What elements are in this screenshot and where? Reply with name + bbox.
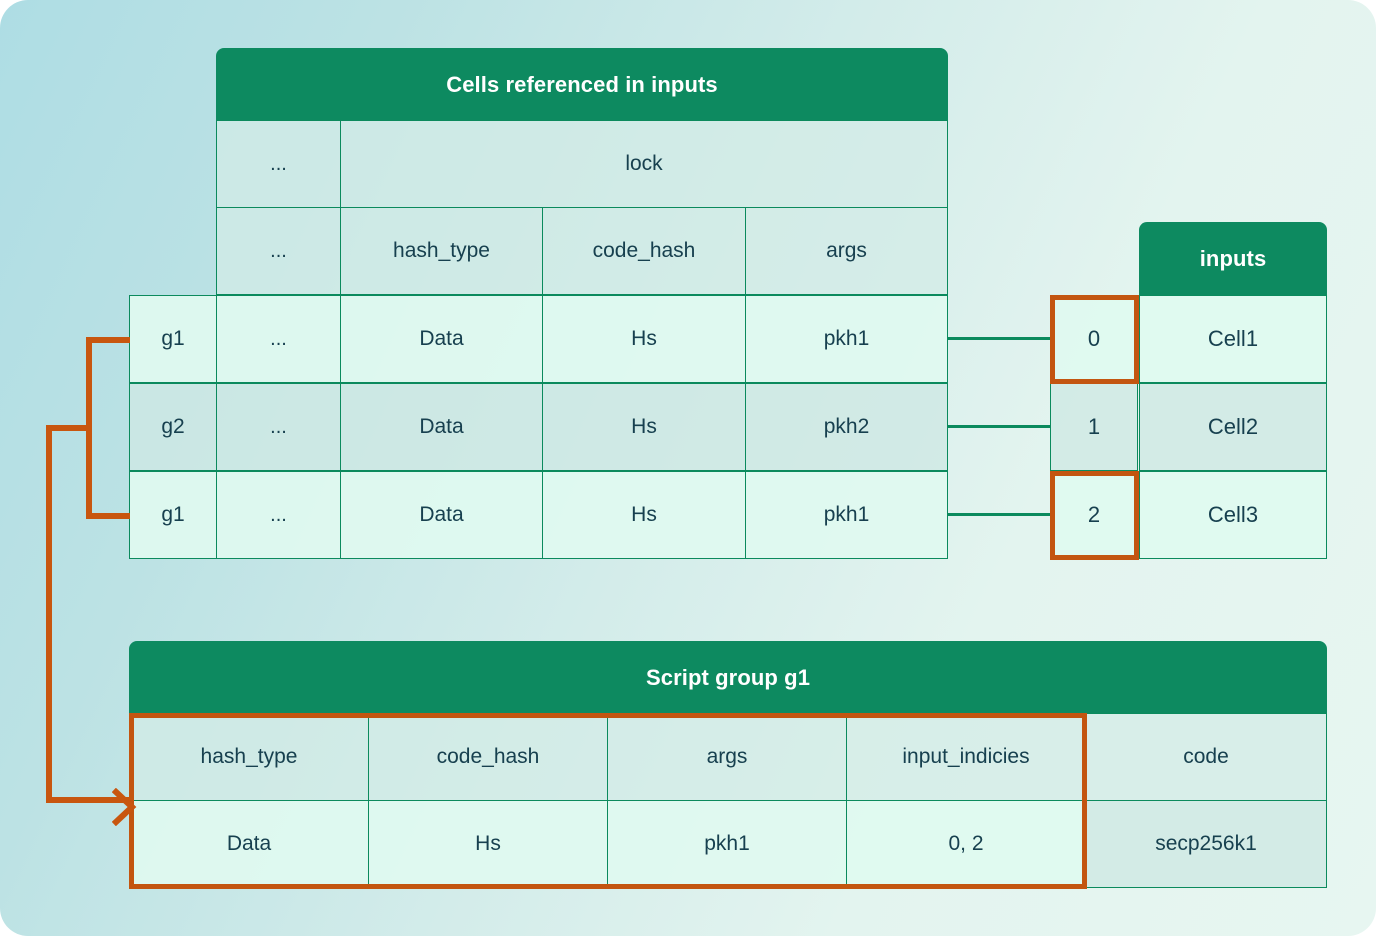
script-group-value-hash-type: Data [129, 800, 369, 888]
cells-row-args: pkh2 [745, 383, 948, 471]
inputs-row-cell: Cell2 [1139, 383, 1327, 471]
inputs-row-cell: Cell3 [1139, 471, 1327, 559]
inputs-title: inputs [1139, 222, 1327, 295]
script-group-value-args: pkh1 [607, 800, 847, 888]
script-group-value-input-indicies: 0, 2 [846, 800, 1086, 888]
connector-line-row3 [948, 513, 1051, 516]
cells-row-group: g2 [129, 383, 217, 471]
inputs-row-index: 0 [1050, 295, 1138, 383]
script-group-table: Script group g1 [129, 641, 1327, 714]
cells-row-dots: ... [216, 295, 341, 383]
cells-row-hash-type: Data [340, 295, 543, 383]
orange-merge-horizontal [46, 425, 92, 431]
cells-col-code-hash-header: code_hash [542, 207, 746, 295]
connector-line-row1 [948, 337, 1051, 340]
orange-into-script-group-horizontal [46, 797, 130, 803]
cells-row-group: g1 [129, 471, 217, 559]
orange-down-vertical [46, 425, 52, 803]
cells-row-code-hash: Hs [542, 471, 746, 559]
cells-col-lock-header: lock [340, 120, 948, 208]
script-group-col-args-header: args [607, 713, 847, 801]
inputs-row-cell: Cell1 [1139, 295, 1327, 383]
cells-row-args: pkh1 [745, 471, 948, 559]
inputs-row-index: 2 [1050, 471, 1138, 559]
script-group-col-input-indicies-header: input_indicies [846, 713, 1086, 801]
cells-row-hash-type: Data [340, 383, 543, 471]
cells-col-hash-type-header: hash_type [340, 207, 543, 295]
cells-row-code-hash: Hs [542, 383, 746, 471]
cells-row-code-hash: Hs [542, 295, 746, 383]
cells-row-hash-type: Data [340, 471, 543, 559]
script-group-col-hash-type-header: hash_type [129, 713, 369, 801]
connector-line-row2 [948, 425, 1051, 428]
cells-col-dots-header-row1: ... [216, 120, 341, 208]
cells-col-dots-header-row2: ... [216, 207, 341, 295]
cells-row-group: g1 [129, 295, 217, 383]
cells-referenced-table: Cells referenced in inputs [216, 48, 948, 121]
cells-row-dots: ... [216, 471, 341, 559]
script-group-title: Script group g1 [129, 641, 1327, 714]
cells-row-args: pkh1 [745, 295, 948, 383]
orange-branch-row3-horizontal [86, 513, 130, 519]
cells-referenced-title: Cells referenced in inputs [216, 48, 948, 121]
inputs-row-index: 1 [1050, 383, 1138, 471]
script-group-value-code: secp256k1 [1085, 800, 1327, 888]
script-group-value-code-hash: Hs [368, 800, 608, 888]
cells-row-dots: ... [216, 383, 341, 471]
orange-arrow-head-icon [111, 782, 137, 830]
orange-branch-row1-horizontal [86, 337, 130, 343]
cells-col-args-header: args [745, 207, 948, 295]
script-group-col-code-hash-header: code_hash [368, 713, 608, 801]
script-group-col-code-header: code [1085, 713, 1327, 801]
inputs-table: inputs [1139, 222, 1327, 295]
